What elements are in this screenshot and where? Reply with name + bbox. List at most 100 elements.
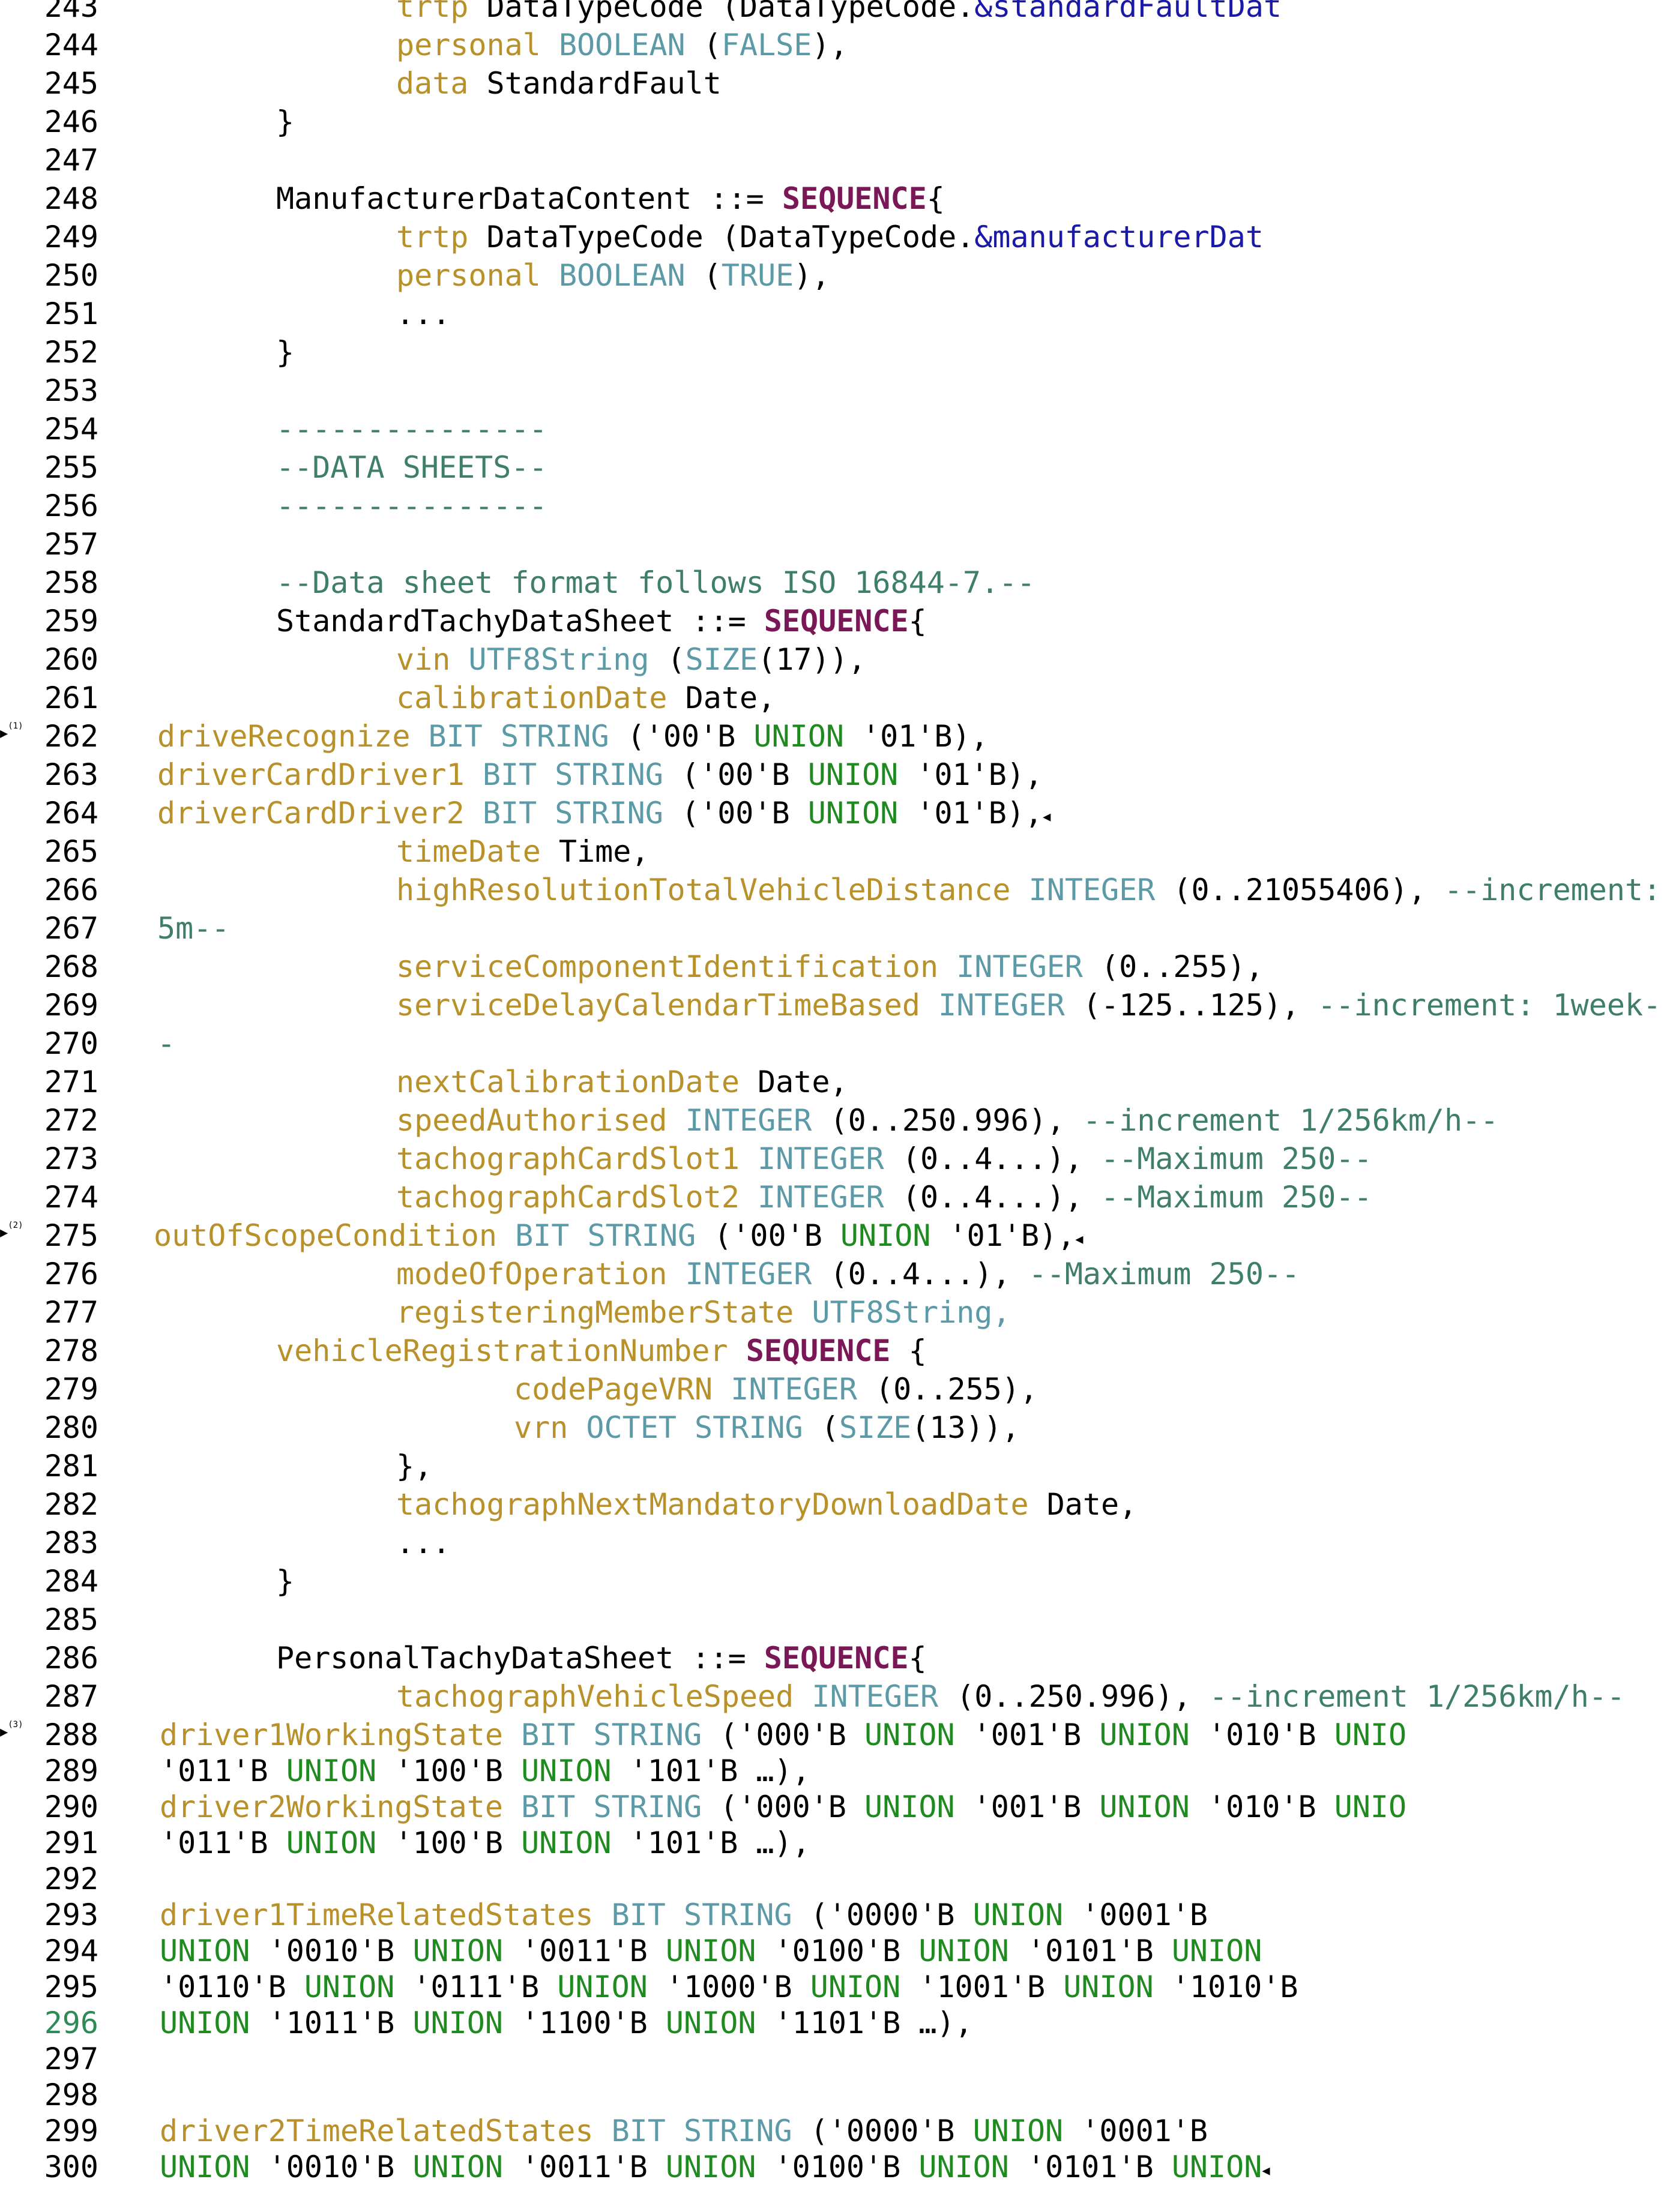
change-marker-arrow-right-icon: ▶(3) [0,1720,23,1740]
code-line: 257 [0,525,1676,564]
line-number: 269 [44,988,98,1023]
line-number: 298 [44,2078,98,2112]
code-line: 251... [0,295,1676,333]
line-number: 273 [44,1141,98,1176]
code-line: 284} [0,1562,1676,1600]
line-number: 254 [44,412,98,446]
line-number: 276 [44,1257,98,1291]
line-number: 292 [44,1862,98,1896]
line-number: 268 [44,949,98,984]
line-number: 294 [44,1934,98,1968]
code-line: 295'0110'B UNION '0111'B UNION '1000'B U… [0,1968,1676,2006]
line-number: 296 [44,2006,98,2040]
line-number: 261 [44,681,98,715]
line-number: 260 [44,642,98,677]
line-number: 270 [44,1026,98,1061]
code-line: 247 [0,141,1676,179]
change-end-arrow-left-icon: ◀ [1262,2163,1270,2178]
line-number: 278 [44,1333,98,1368]
line-number: 275 [44,1218,98,1253]
line-number: 265 [44,834,98,869]
line-number: 247 [44,143,98,178]
line-number: 250 [44,258,98,293]
code-line: 281}, [0,1447,1676,1485]
code-line: 291'011'B UNION '100'B UNION '101'B …), [0,1824,1676,1862]
line-number: 287 [44,1679,98,1714]
line-number: 259 [44,604,98,639]
code-line: 297 [0,2040,1676,2078]
code-line: 283... [0,1524,1676,1562]
line-number: 243 [44,0,98,24]
line-number: 274 [44,1180,98,1215]
code-line: 285 [0,1600,1676,1639]
line-number: 293 [44,1898,98,1932]
line-number: 249 [44,220,98,254]
line-number: 283 [44,1525,98,1560]
code-line: 256--------------- [0,487,1676,525]
line-number: 300 [44,2150,98,2184]
line-number: 252 [44,335,98,370]
line-number: 244 [44,28,98,62]
line-number: 279 [44,1372,98,1407]
line-number: 272 [44,1103,98,1138]
line-number: 289 [44,1754,98,1788]
line-number: 285 [44,1602,98,1637]
line-number: 295 [44,1970,98,2004]
line-number: 256 [44,488,98,523]
line-number: 263 [44,757,98,792]
code-line: 253 [0,371,1676,410]
line-number: 290 [44,1790,98,1824]
code-line: 255--DATA SHEETS-- [0,448,1676,487]
line-number: 286 [44,1641,98,1676]
line-number: 258 [44,565,98,600]
line-number: 262 [44,719,98,754]
line-number: 271 [44,1065,98,1099]
line-number: 255 [44,450,98,485]
line-number: 280 [44,1410,98,1445]
code-line: 254--------------- [0,410,1676,448]
line-number: 251 [44,296,98,331]
change-marker-arrow-right-icon: ▶(2) [0,1221,23,1240]
code-line: 252} [0,333,1676,371]
code-line: 289'011'B UNION '100'B UNION '101'B …), [0,1752,1676,1790]
change-marker-arrow-right-icon: ▶(1) [0,721,23,741]
code-line: 270- [0,1024,1676,1063]
line-number: 291 [44,1826,98,1860]
line-number: 245 [44,66,98,101]
change-end-arrow-left-icon: ◀ [1043,810,1051,825]
line-number: 282 [44,1487,98,1522]
line-number: 267 [44,911,98,946]
line-number: 246 [44,104,98,139]
line-number: 248 [44,181,98,216]
